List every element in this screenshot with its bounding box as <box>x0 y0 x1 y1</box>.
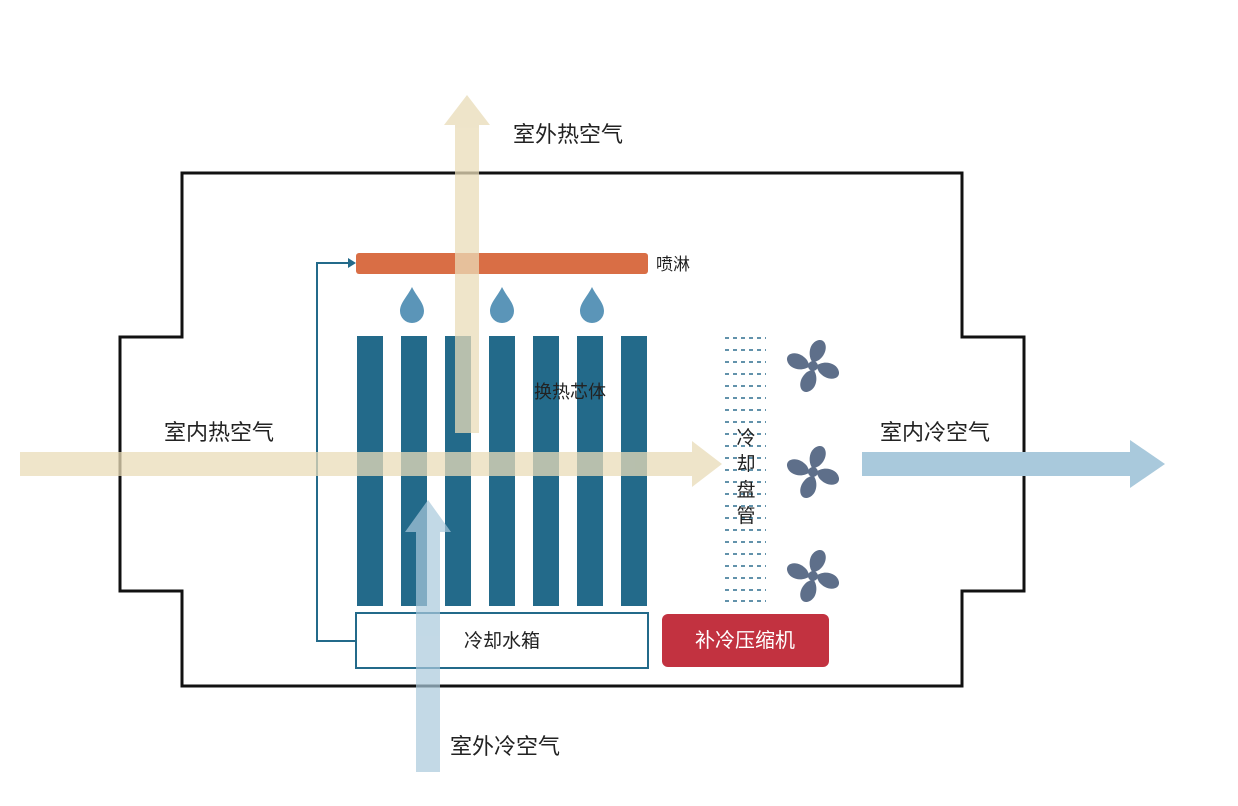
outdoor-hot-air-arrow <box>444 95 490 433</box>
supplementary-compressor <box>662 614 829 667</box>
water-line-arrowhead <box>348 258 356 268</box>
spray-bar <box>356 253 648 274</box>
cooling-coil-char: 却 <box>736 453 755 475</box>
label-supplementary-compressor: 补冷压缩机 <box>695 628 795 652</box>
label-indoor-hot-air: 室内热空气 <box>164 421 274 446</box>
label-indoor-cold-air: 室内冷空气 <box>880 421 990 446</box>
water-drop-icon <box>490 287 514 323</box>
indoor-cold-air-arrow <box>862 440 1165 488</box>
cooling-coil <box>725 337 766 602</box>
cooling-coil-char: 盘 <box>736 479 755 501</box>
label-outdoor-cold-air: 室外冷空气 <box>450 735 560 760</box>
water-drop-icon <box>400 287 424 323</box>
label-outdoor-hot-air: 室外热空气 <box>513 123 623 148</box>
label-spray: 喷淋 <box>656 255 690 275</box>
fan-icon <box>786 549 840 603</box>
fan-icon <box>786 445 840 499</box>
outdoor-cold-air-arrow <box>405 500 451 772</box>
fan-icon <box>786 339 840 393</box>
label-cooling-water-tank: 冷却水箱 <box>464 630 540 652</box>
cooling-coil-char: 管 <box>736 505 755 527</box>
cooling-water-tank <box>355 612 649 669</box>
indoor-hot-air-arrow <box>20 441 722 487</box>
water-drop-icon <box>580 287 604 323</box>
label-cooling-coil: 冷 却 盘 管 <box>736 427 755 527</box>
label-heat-exchange-core: 换热芯体 <box>534 382 606 403</box>
water-drops <box>400 287 604 323</box>
unit-housing-outline <box>118 171 1026 688</box>
cooling-coil-char: 冷 <box>736 427 755 449</box>
